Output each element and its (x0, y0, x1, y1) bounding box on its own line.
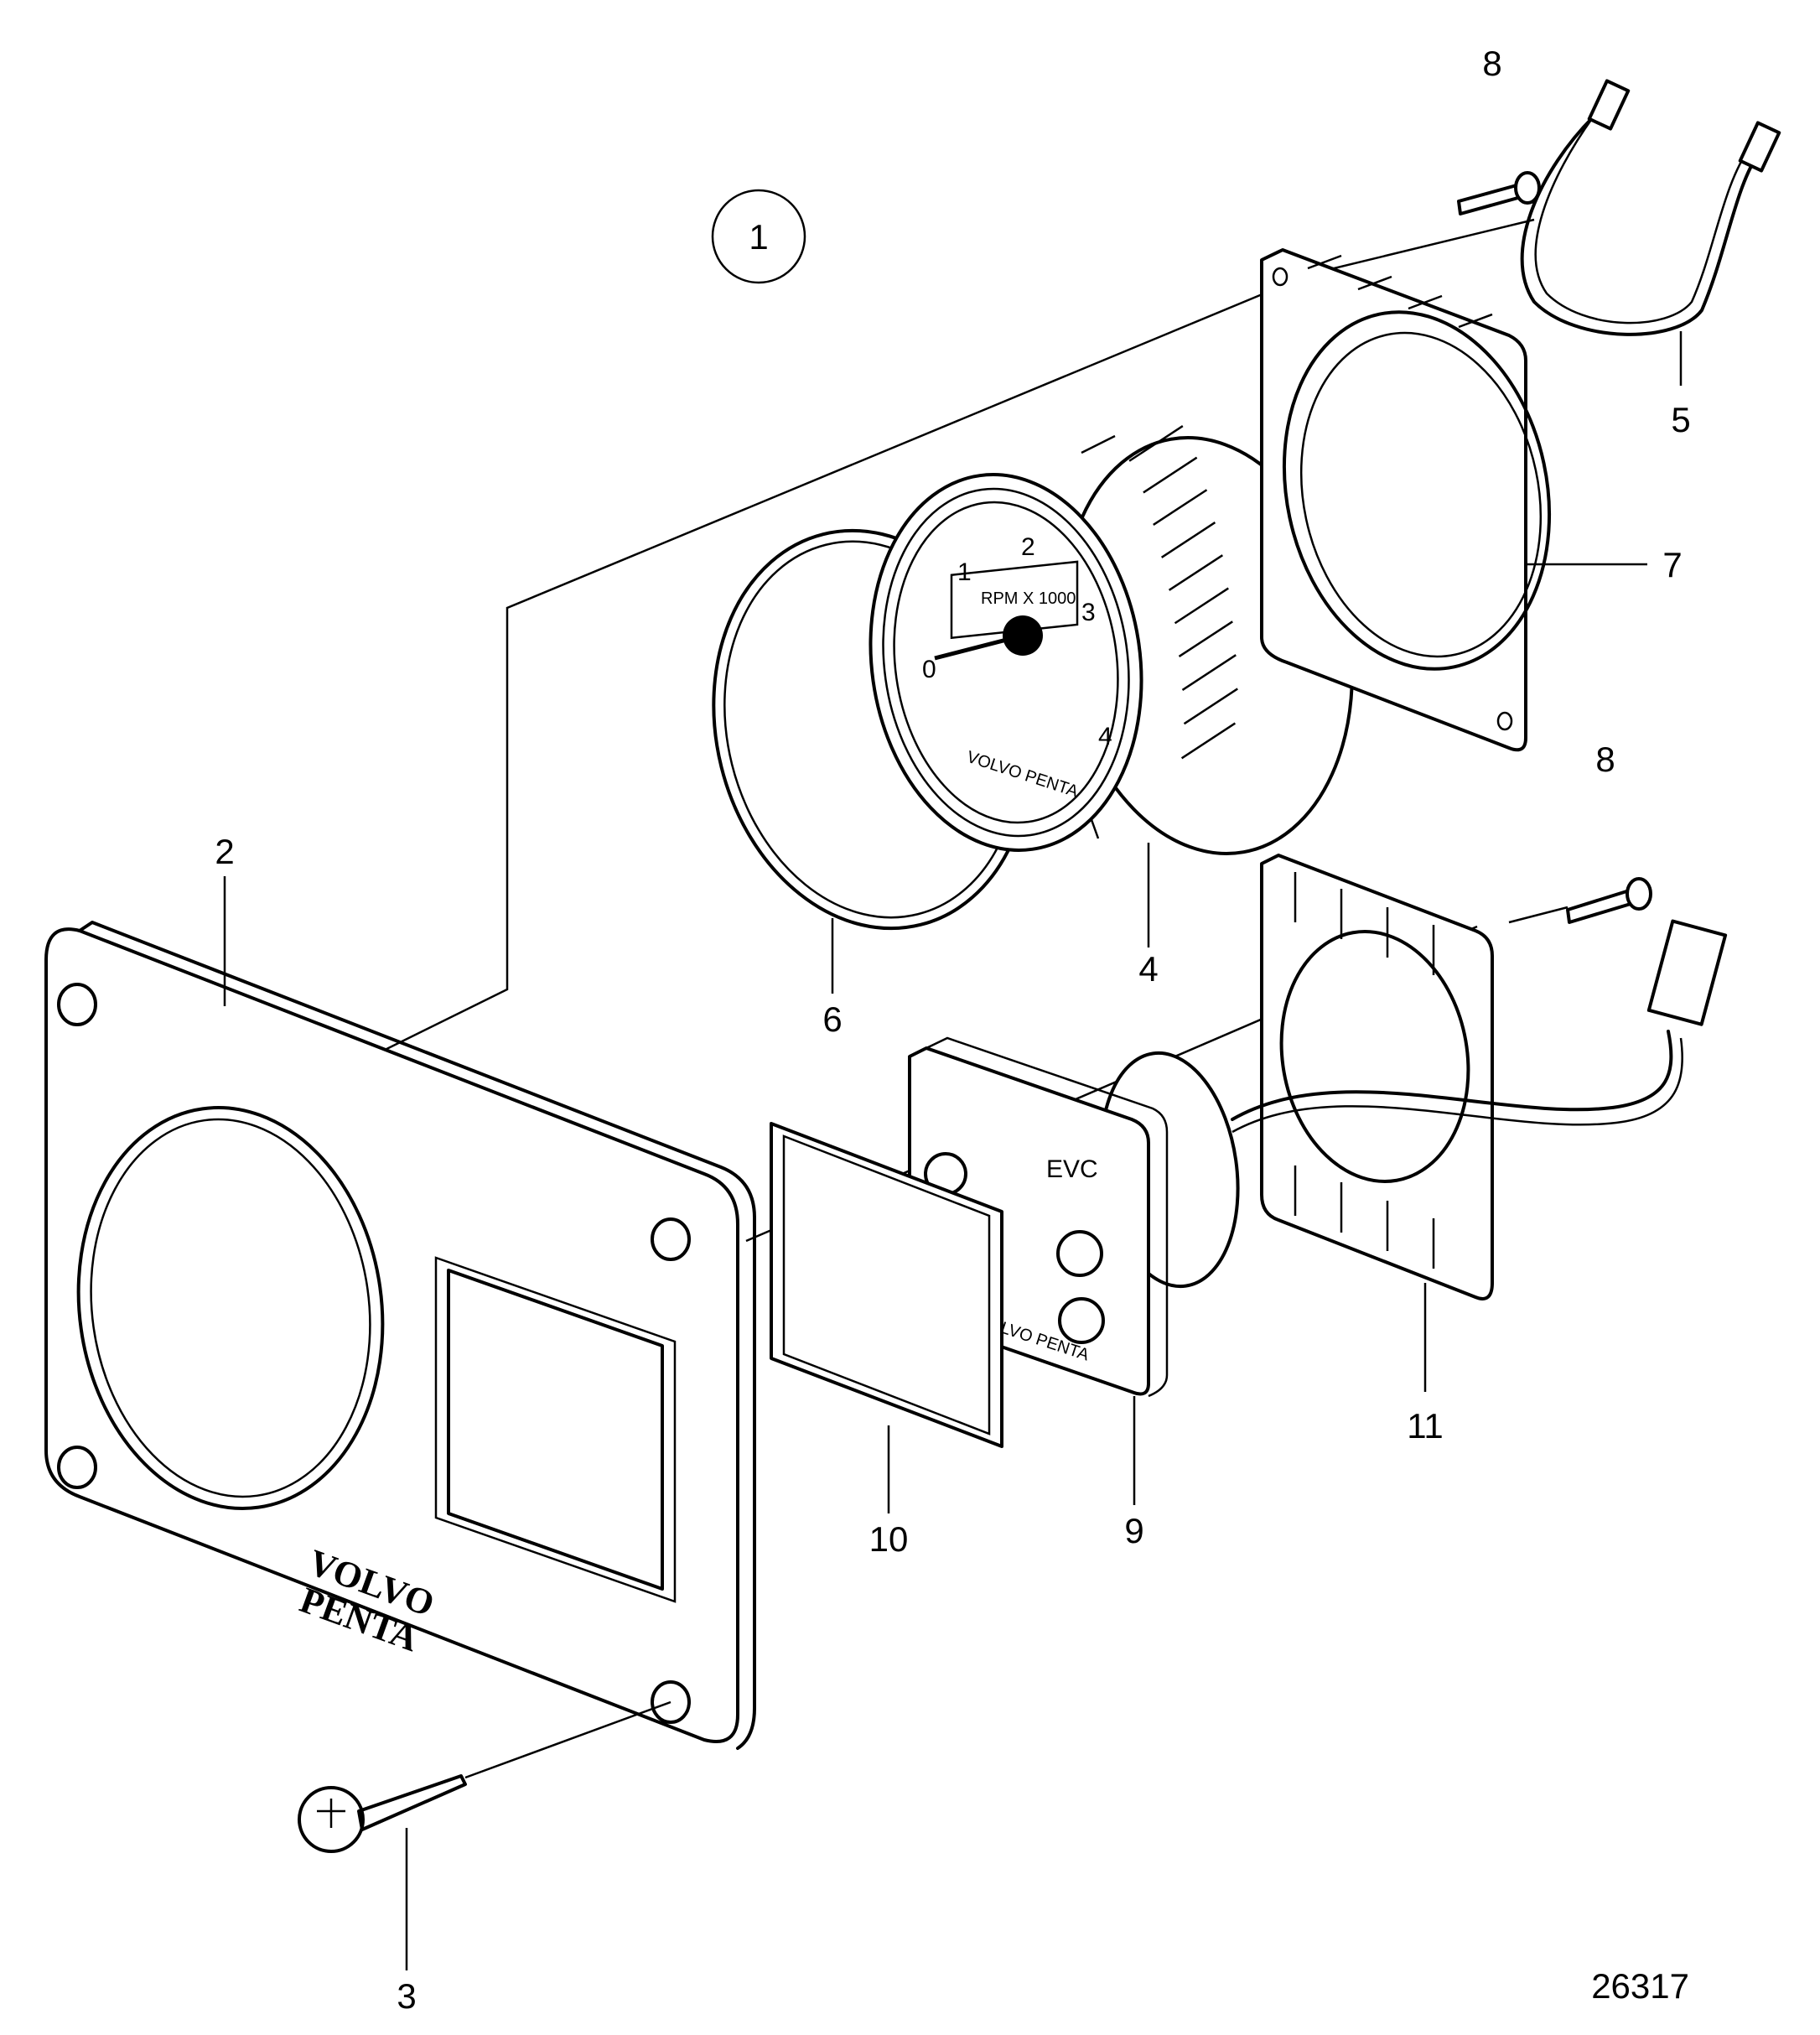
callout-10: 10 (869, 1519, 909, 1559)
callout-11: 11 (1407, 1406, 1444, 1446)
callout-8-top: 8 (1482, 44, 1501, 83)
callout-5: 5 (1671, 400, 1690, 439)
callout-8-lower: 8 (1595, 740, 1615, 779)
gauge-scale-3: 3 (1081, 599, 1096, 626)
bracket-screw-top (1457, 171, 1541, 215)
panel-screw (298, 1700, 671, 1853)
tachometer-gauge: 0 1 2 3 4 RPM X 1000 VOLVO PENTA (869, 425, 1354, 855)
callout-3: 3 (397, 1976, 416, 2016)
panel-plate: VOLVO PENTA (44, 921, 756, 1750)
assembly-marker: 1 (711, 189, 806, 284)
bracket-screw-lower (1566, 877, 1652, 924)
gauge-scale-1: 1 (957, 558, 972, 586)
assembly-marker-label: 1 (749, 217, 768, 257)
gauge-bracket (1260, 248, 1552, 752)
callout-4: 4 (1138, 949, 1158, 989)
display-gasket (770, 1122, 1003, 1448)
wire-harness (1520, 79, 1781, 336)
callout-7: 7 (1662, 545, 1682, 584)
gauge-scale-4: 4 (1098, 723, 1112, 750)
evc-label: EVC (1046, 1155, 1098, 1183)
display-cable (1231, 919, 1728, 1134)
gauge-scale-2: 2 (1021, 533, 1035, 561)
diagram-id: 26317 (1591, 1966, 1689, 2006)
callout-9: 9 (1124, 1511, 1143, 1550)
display-bracket (1260, 854, 1494, 1300)
gauge-unit-label: RPM X 1000 (981, 589, 1076, 608)
callout-2: 2 (215, 832, 234, 871)
callout-6: 6 (822, 999, 842, 1039)
gauge-scale-0: 0 (922, 656, 936, 683)
callout-leaders (223, 331, 1683, 1970)
